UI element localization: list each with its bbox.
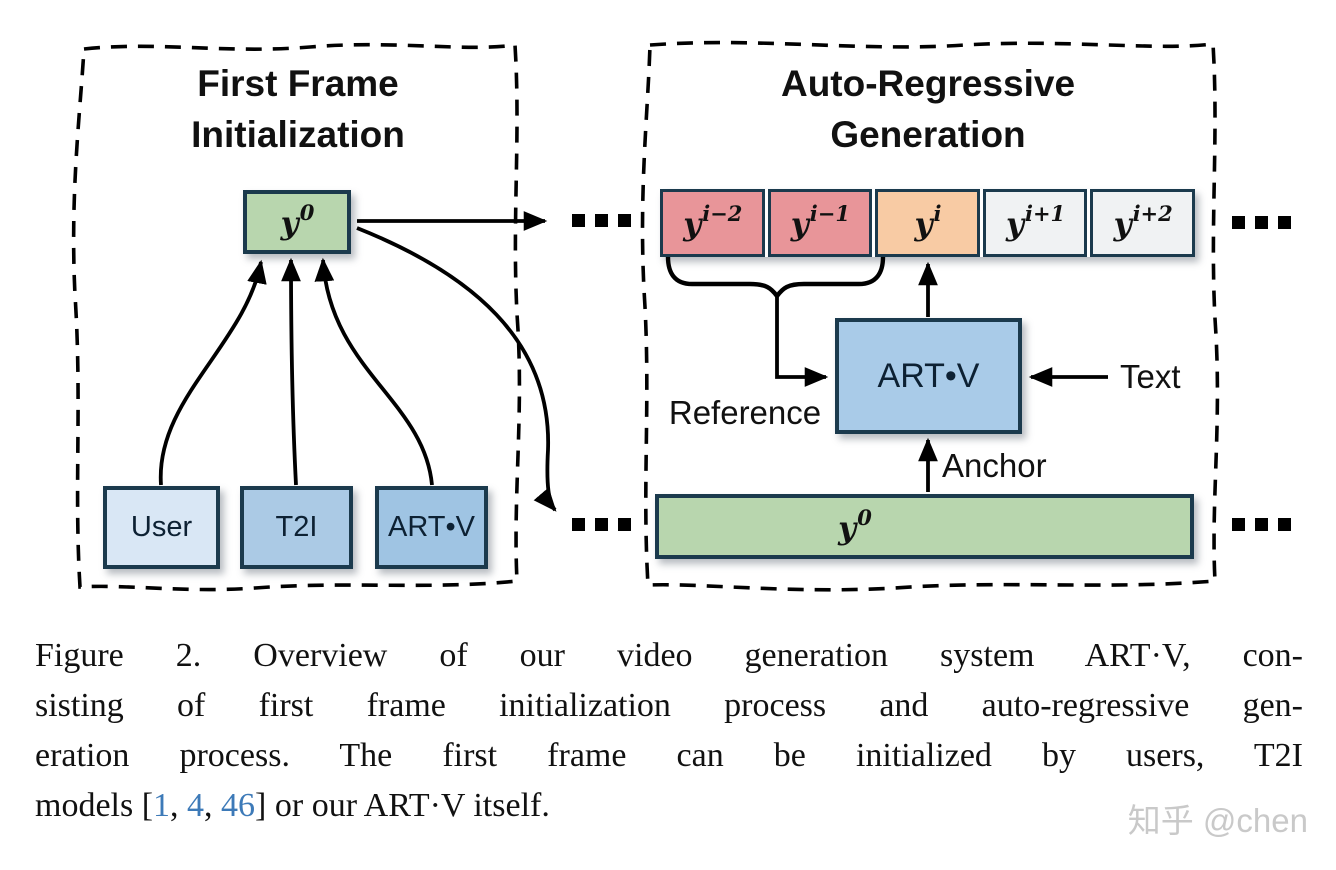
firstframe-to-anchor-arrow — [356, 226, 557, 512]
watermark: 知乎 @chen — [1127, 802, 1308, 839]
anchor-frame-bar: y0 — [655, 494, 1194, 559]
artv-model-box: ART•V — [835, 318, 1022, 434]
t2i-to-firstframe-arrow — [281, 257, 301, 486]
left-panel-title: First Frame Initialization — [90, 58, 506, 160]
first-frame-box: y0 — [243, 190, 351, 254]
anchor-label: Anchor — [942, 447, 1047, 484]
caption-line-1: Figure 2. Overview of our video generati… — [35, 637, 1303, 674]
right-panel-title: Auto-Regressive Generation — [678, 58, 1178, 160]
user-to-firstframe-arrow — [159, 259, 267, 486]
citation-link-46[interactable]: 46 — [221, 787, 256, 824]
source-box-t2i: T2I — [240, 486, 353, 569]
ellipsis-mid-bottom-icon — [572, 518, 631, 531]
artv-model-label: ART•V — [877, 356, 980, 395]
caption-line4-sep1: , — [170, 787, 188, 824]
left-panel-title-line2: Initialization — [191, 114, 405, 155]
caption-line-3: eration process. The first frame can be … — [35, 737, 1303, 774]
source-box-t2i-label: T2I — [275, 511, 318, 543]
frame-sequence-row: yi−2 yi−1 yi yi+1 yi+2 — [660, 189, 1195, 257]
caption-line4-post: ] or our ART·V itself. — [255, 787, 550, 824]
frame-cell-i-2: yi−2 — [660, 189, 765, 257]
frame-cell-i: yi — [875, 189, 980, 257]
text-label: Text — [1120, 358, 1181, 395]
caption-line4-sep2: , — [204, 787, 222, 824]
ellipsis-mid-top-icon — [572, 214, 631, 227]
caption-line4-pre: models [ — [35, 787, 154, 824]
source-box-artv: ART•V — [375, 486, 488, 569]
reference-to-model-arrow — [775, 296, 829, 387]
ellipsis-right-top-icon — [1232, 216, 1291, 229]
first-frame-label: y0 — [280, 200, 315, 242]
anchor-frame-label: y0 — [838, 504, 872, 547]
left-panel-title-line1: First Frame — [197, 63, 399, 104]
right-panel-title-line1: Auto-Regressive — [780, 63, 1076, 104]
right-panel-title-line2: Generation — [830, 114, 1026, 155]
artv-to-firstframe-arrow — [314, 257, 434, 486]
frame-cell-i+2: yi+2 — [1090, 189, 1195, 257]
source-box-artv-label: ART•V — [388, 511, 475, 543]
source-box-user: User — [103, 486, 220, 569]
frame-cell-i+1: yi+1 — [982, 189, 1088, 257]
ellipsis-right-bottom-icon — [1232, 518, 1291, 531]
citation-link-4[interactable]: 4 — [187, 787, 205, 824]
source-box-user-label: User — [130, 511, 193, 543]
caption-line-2: sisting of first frame initialization pr… — [35, 687, 1303, 724]
reference-brace — [665, 256, 886, 300]
frame-cell-i-1: yi−1 — [767, 189, 873, 257]
figure-caption: Figure 2. Overview of our video generati… — [35, 631, 1303, 831]
reference-label: Reference — [668, 394, 822, 431]
citation-link-1[interactable]: 1 — [153, 787, 171, 824]
caption-line-4: models [1, 4, 46] or our ART·V itself. — [35, 781, 1303, 831]
